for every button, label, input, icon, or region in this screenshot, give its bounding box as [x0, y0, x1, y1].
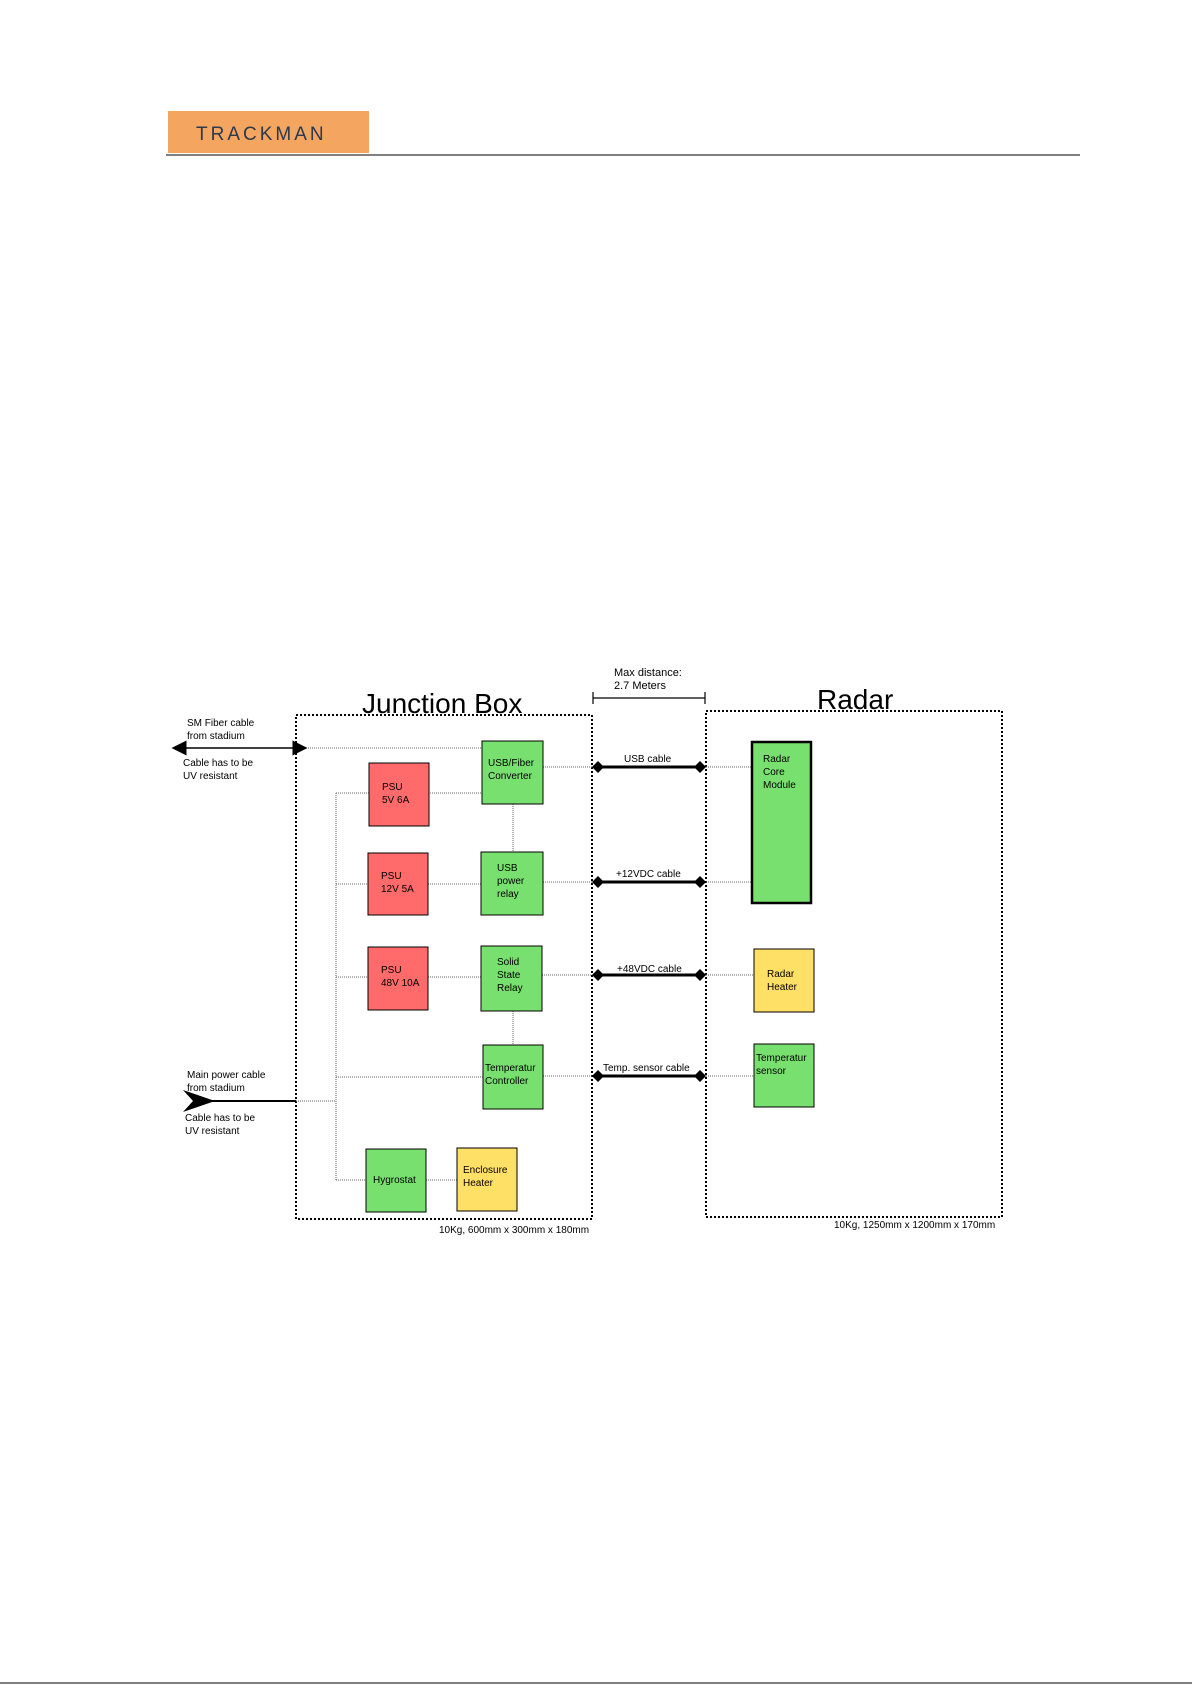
svg-text:Heater: Heater	[767, 982, 798, 993]
svg-text:Hygrostat: Hygrostat	[373, 1175, 416, 1186]
svg-text:USB/Fiber: USB/Fiber	[488, 758, 535, 769]
junction-box-enclosure	[295, 714, 593, 1220]
48vdc-cable-label: +48VDC cable	[617, 964, 682, 975]
solid-state-relay-box: Solid State Relay	[480, 945, 543, 1012]
svg-text:Enclosure: Enclosure	[463, 1165, 508, 1176]
radar-title: Radar	[817, 684, 893, 715]
svg-text:12V 5A: 12V 5A	[381, 884, 414, 895]
temp-sensor-cable-label: Temp. sensor cable	[603, 1063, 690, 1074]
junction-box-spec: 10Kg, 600mm x 300mm x 180mm	[439, 1225, 589, 1236]
radar-spec: 10Kg, 1250mm x 1200mm x 170mm	[834, 1220, 995, 1231]
junction-box-title: Junction Box	[362, 688, 522, 719]
power-input-arrow	[183, 1090, 296, 1112]
usb-fiber-converter-box: USB/Fiber Converter	[481, 740, 544, 805]
power-cable-label-1: Main power cable	[187, 1070, 266, 1081]
fiber-uv-label-1: Cable has to be	[183, 758, 253, 769]
usb-power-relay-box: USB power relay	[480, 851, 544, 916]
fiber-cable-label-1: SM Fiber cable	[187, 718, 255, 729]
radar-heater-box: Radar Heater	[753, 948, 815, 1013]
svg-text:PSU: PSU	[382, 782, 403, 793]
svg-text:Temperatur: Temperatur	[756, 1053, 807, 1064]
power-uv-label-1: Cable has to be	[185, 1113, 255, 1124]
max-distance-label-1: Max distance:	[614, 667, 682, 679]
svg-text:PSU: PSU	[381, 965, 402, 976]
temp-sensor-cable	[592, 1070, 706, 1082]
svg-text:PSU: PSU	[381, 871, 402, 882]
svg-text:Converter: Converter	[488, 771, 533, 782]
power-uv-label-2: UV resistant	[185, 1126, 240, 1137]
usb-cable-label: USB cable	[624, 754, 672, 765]
svg-text:Core: Core	[763, 767, 785, 778]
svg-text:5V 6A: 5V 6A	[382, 795, 410, 806]
radar-core-module-box: Radar Core Module	[750, 740, 813, 905]
temperature-controller-box: Temperatur Controller	[482, 1044, 544, 1110]
svg-text:Controller: Controller	[485, 1076, 529, 1087]
radar-enclosure	[705, 710, 1003, 1218]
usb-cable	[592, 761, 706, 773]
svg-text:Heater: Heater	[463, 1178, 494, 1189]
internal-wiring	[296, 747, 754, 1181]
power-cable-label-2: from stadium	[187, 1083, 245, 1094]
svg-text:Radar: Radar	[763, 754, 791, 765]
svg-text:48V 10A: 48V 10A	[381, 978, 420, 989]
psu-48v-box: PSU 48V 10A	[367, 946, 429, 1011]
svg-text:USB: USB	[497, 863, 518, 874]
logo-text: TRACKMAN	[196, 124, 327, 145]
temperature-sensor-box: Temperatur sensor	[753, 1043, 815, 1108]
12vdc-cable	[592, 876, 706, 888]
max-distance-dimension	[592, 692, 706, 704]
logo-background	[168, 111, 369, 153]
enclosure-heater-box: Enclosure Heater	[456, 1147, 518, 1212]
svg-text:State: State	[497, 970, 521, 981]
svg-text:relay: relay	[497, 889, 519, 900]
psu-12v-box: PSU 12V 5A	[367, 852, 429, 916]
psu-5v-box: PSU 5V 6A	[368, 762, 430, 827]
svg-text:sensor: sensor	[756, 1066, 787, 1077]
trackman-logo: TRACKMAN	[168, 111, 369, 153]
svg-text:Radar: Radar	[767, 969, 795, 980]
svg-text:power: power	[497, 876, 525, 887]
svg-text:Temperatur: Temperatur	[485, 1063, 536, 1074]
svg-text:Relay: Relay	[497, 983, 523, 994]
hygrostat-box: Hygrostat	[365, 1148, 427, 1213]
48vdc-cable	[592, 969, 706, 981]
12vdc-cable-label: +12VDC cable	[616, 869, 681, 880]
fiber-cable-label-2: from stadium	[187, 731, 245, 742]
fiber-uv-label-2: UV resistant	[183, 771, 238, 782]
svg-text:Solid: Solid	[497, 957, 519, 968]
max-distance-label-2: 2.7 Meters	[614, 680, 666, 692]
svg-text:Module: Module	[763, 780, 796, 791]
